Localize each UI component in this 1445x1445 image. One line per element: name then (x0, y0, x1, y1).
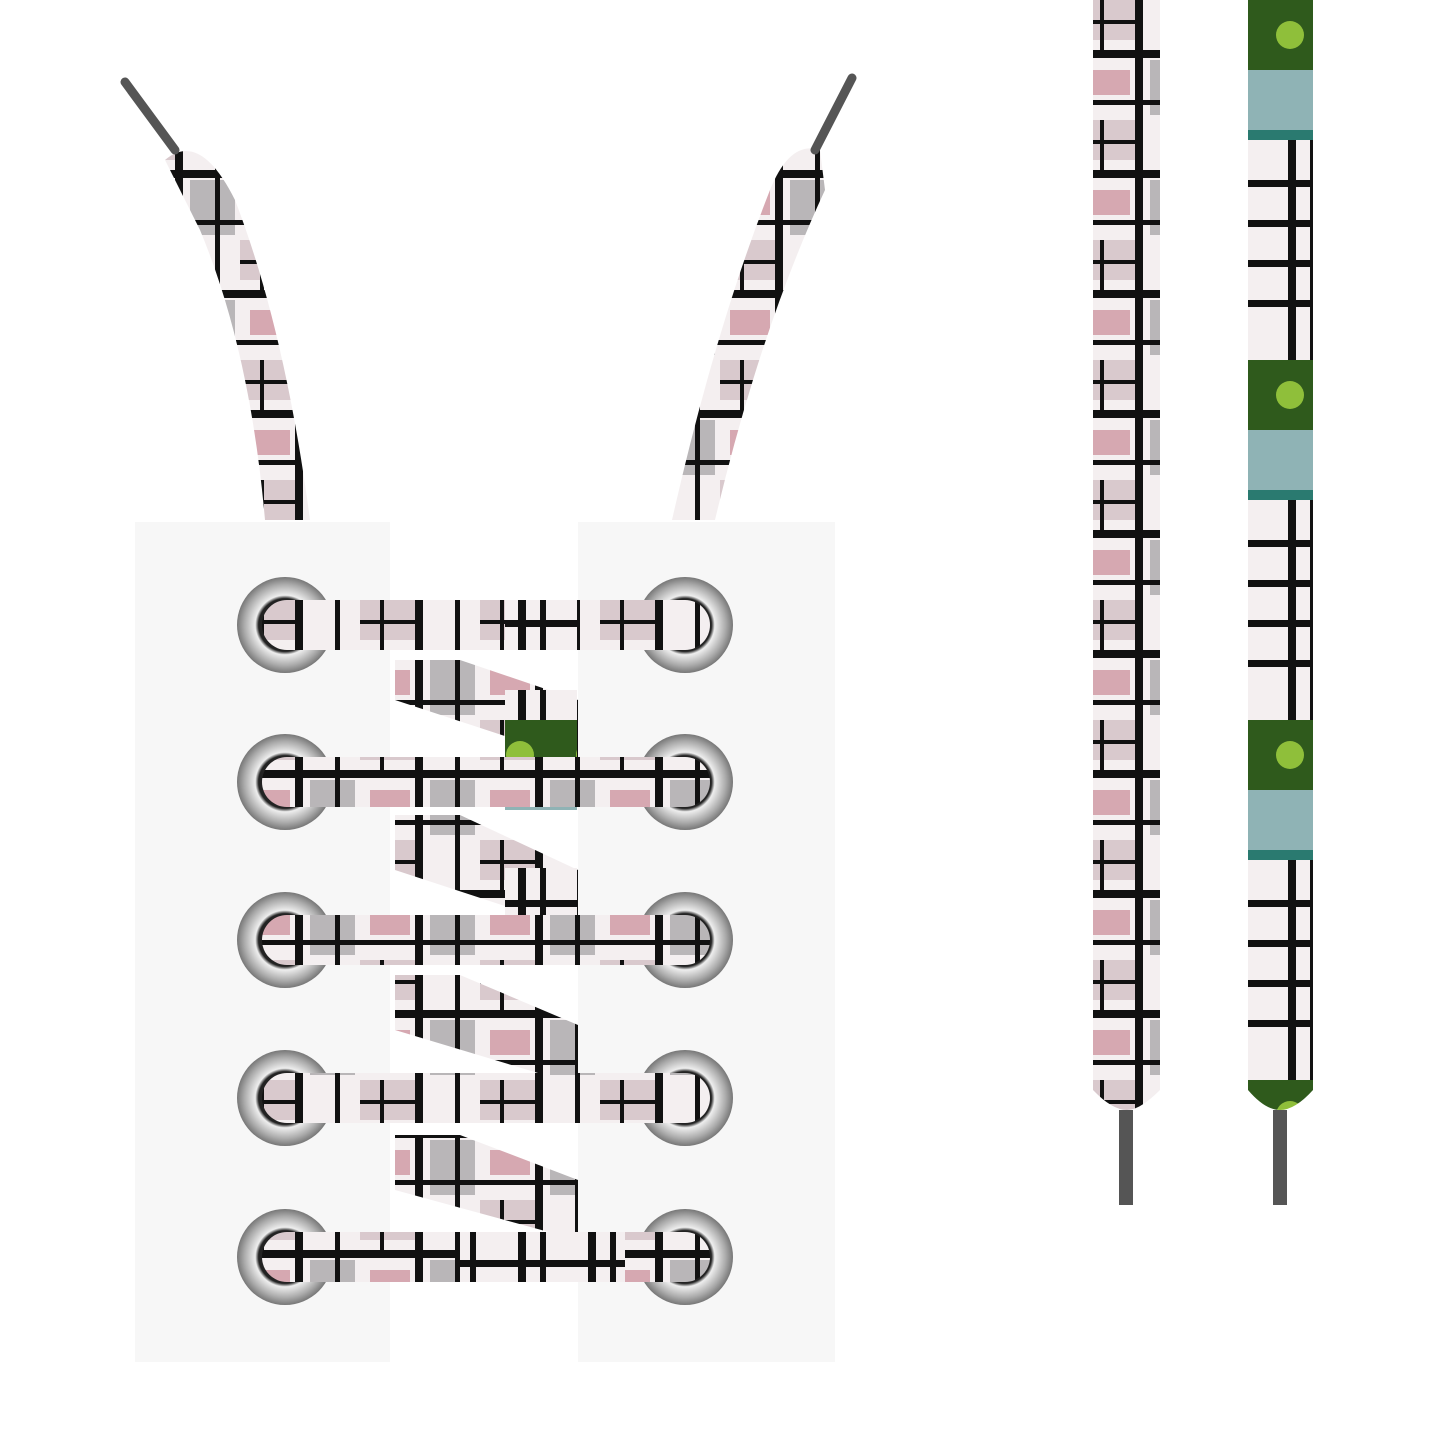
lace-zigzag (395, 660, 578, 1240)
aglet-straight-1 (1119, 1110, 1133, 1205)
aglet-right (810, 73, 857, 155)
lace-print-green (460, 1232, 625, 1282)
lace-print-green (505, 600, 577, 650)
aglet-straight-2 (1273, 1110, 1287, 1205)
lace-straight-2 (1248, 0, 1313, 1110)
aglet-left (120, 77, 180, 155)
lace-right-upper (672, 148, 825, 521)
lace-straight-1 (1093, 0, 1160, 1110)
lace-left-upper (165, 151, 310, 520)
